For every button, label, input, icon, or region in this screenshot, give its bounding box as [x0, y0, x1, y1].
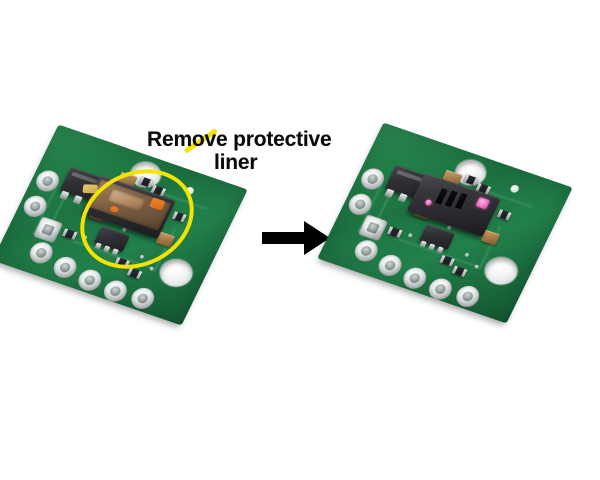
right-board: [317, 122, 573, 324]
ir-receiver-dot: [424, 198, 433, 207]
annotation-line-2: liner: [214, 151, 258, 174]
annotation-line-1: Remove protective: [147, 128, 332, 151]
sensor-aperture-slot: [454, 192, 468, 210]
arrow-shaft: [262, 232, 306, 244]
ir-emitter-window: [475, 196, 491, 210]
